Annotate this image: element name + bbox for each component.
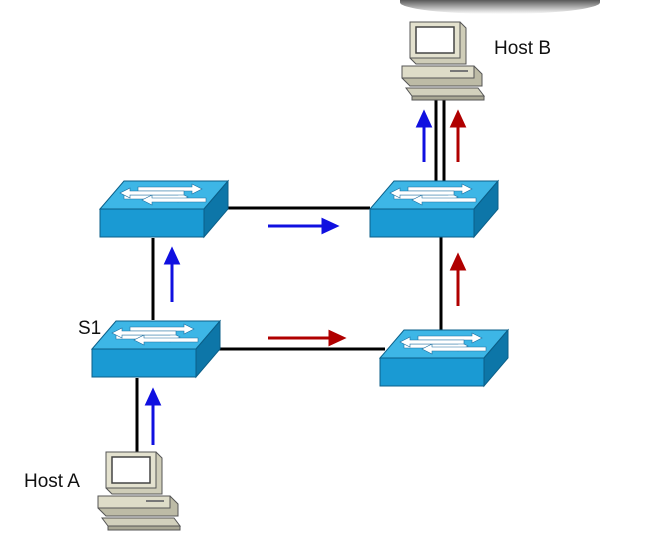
blue-arrow-s1-topleft bbox=[163, 246, 181, 302]
top-shadow-decoration bbox=[400, 0, 600, 14]
red-arrow-bottomright-topright bbox=[449, 252, 467, 306]
host-a-label: Host A bbox=[24, 471, 80, 492]
red-arrow-topright-hostb bbox=[449, 109, 467, 162]
blue-arrow-topright-hostb bbox=[415, 109, 433, 162]
switch-s1 bbox=[91, 320, 221, 378]
blue-arrow-hosta-s1 bbox=[144, 387, 162, 445]
host-a-computer-icon bbox=[97, 451, 181, 531]
switch-top-right bbox=[369, 180, 499, 238]
flow-arrows bbox=[144, 109, 467, 445]
switch-bottom-right bbox=[379, 329, 509, 387]
host-b-computer-icon bbox=[401, 21, 485, 101]
red-arrow-s1-bottomright bbox=[268, 329, 347, 347]
links bbox=[135, 100, 446, 455]
host-b-label: Host B bbox=[494, 38, 552, 59]
switch-top-left bbox=[99, 180, 229, 238]
switch-s1-label: S1 bbox=[78, 318, 102, 339]
blue-arrow-topleft-topright bbox=[268, 217, 340, 235]
